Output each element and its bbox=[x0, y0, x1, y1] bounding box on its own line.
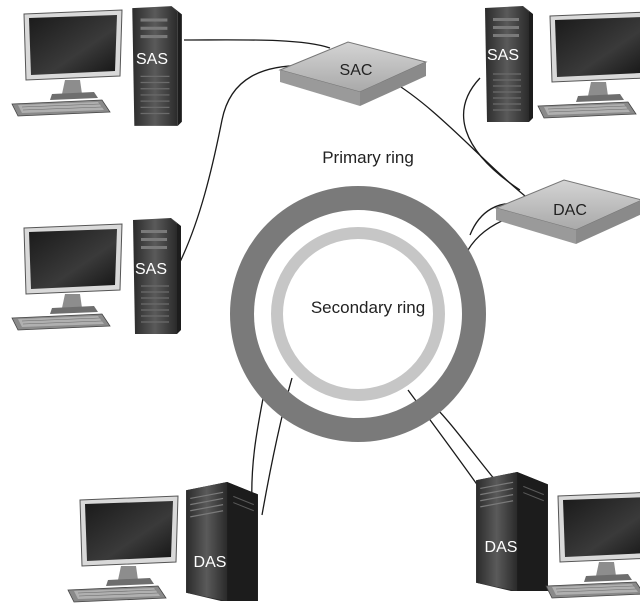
das-station-bottom-left: DAS bbox=[67, 481, 259, 603]
sas-label: SAS bbox=[487, 47, 519, 64]
monitor-icon bbox=[545, 491, 640, 599]
das-label: DAS bbox=[194, 554, 227, 571]
tower-icon bbox=[475, 471, 549, 592]
sas-station-top-left: SAS bbox=[11, 5, 183, 127]
sas-label: SAS bbox=[136, 51, 168, 68]
monitor-icon bbox=[11, 9, 123, 117]
dac-concentrator: DAC bbox=[495, 179, 640, 245]
sac-concentrator: SAC bbox=[279, 41, 427, 107]
primary-ring-label: Primary ring bbox=[322, 148, 414, 167]
secondary-ring-label: Secondary ring bbox=[311, 298, 425, 317]
ring-group: Primary ring Secondary ring bbox=[230, 148, 486, 442]
sas-station-top-right: SAS bbox=[484, 5, 640, 123]
tower-icon bbox=[185, 481, 259, 602]
das-station-bottom-right: DAS bbox=[475, 471, 640, 599]
dac-label: DAC bbox=[553, 202, 587, 219]
tower-icon bbox=[484, 5, 534, 123]
sas-station-middle-left: SAS bbox=[11, 217, 182, 335]
secondary-ring bbox=[271, 227, 445, 401]
sas-label: SAS bbox=[135, 261, 167, 278]
das-label: DAS bbox=[485, 539, 518, 556]
monitor-icon bbox=[537, 11, 640, 119]
sac-label: SAC bbox=[340, 62, 373, 79]
cable-sas-top-left-to-sac bbox=[183, 39, 331, 49]
cable-sas-top-right-to-dac bbox=[463, 77, 521, 191]
primary-ring bbox=[230, 186, 486, 442]
monitor-icon bbox=[11, 223, 123, 331]
cable-sac-to-sas-middle-left bbox=[179, 64, 319, 263]
monitor-icon bbox=[67, 495, 179, 603]
